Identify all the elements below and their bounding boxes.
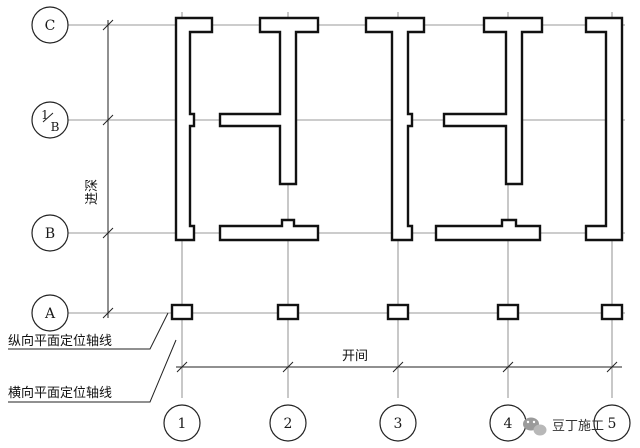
column-a5 <box>600 303 624 321</box>
columns <box>170 303 624 321</box>
transverse-axis-label: 横向平面定位轴线 <box>8 385 112 401</box>
longitudinal-leader <box>8 312 169 350</box>
wall-middle <box>364 16 426 242</box>
column-bubble-label: 5 <box>608 416 617 432</box>
wall-room1-partition <box>218 16 320 186</box>
row-bubble-numerator: 1 <box>41 108 49 122</box>
bay-dimension <box>176 361 622 373</box>
wall-right <box>584 16 624 242</box>
walls <box>174 16 624 242</box>
row-axis-lines <box>68 24 625 314</box>
row-bubble-label: C <box>45 18 56 34</box>
leader-lines <box>8 312 177 403</box>
column-bubble-3: 3 <box>379 404 417 442</box>
dimension-tick <box>102 227 114 239</box>
column-bubble-1: 1 <box>163 404 201 442</box>
column-bubble-5: 5 <box>593 404 631 442</box>
row-axis-bubbles: C 1 B B A <box>31 6 69 332</box>
row-bubble-a: A <box>31 294 69 332</box>
column-bubble-2: 2 <box>269 404 307 442</box>
dimension-tick <box>176 361 188 373</box>
column-bubble-label: 1 <box>178 416 187 432</box>
watermark: 豆丁施工 <box>523 417 604 436</box>
column-a4 <box>496 303 520 321</box>
column-bubble-label: 2 <box>284 416 293 432</box>
column-bubble-label: 4 <box>504 416 513 432</box>
dimension-tick <box>282 361 294 373</box>
wall-room2-partition <box>442 16 544 186</box>
row-bubble-label: B <box>45 226 55 242</box>
bay-label: 开间 <box>342 349 368 364</box>
dimension-tick <box>606 361 618 373</box>
dimension-tick <box>102 19 114 31</box>
wall-room1-bottom <box>218 218 320 242</box>
row-bubble-c: C <box>31 6 69 44</box>
dimension-tick <box>502 361 514 373</box>
dimension-tick <box>392 361 404 373</box>
dimension-tick <box>102 114 114 126</box>
longitudinal-axis-label: 纵向平面定位轴线 <box>8 333 112 349</box>
dimension-tick <box>102 307 114 319</box>
column-a3 <box>386 303 410 321</box>
column-bubble-label: 3 <box>394 416 403 432</box>
row-bubble-label: A <box>44 306 56 322</box>
wall-left <box>174 16 214 242</box>
depth-dimension <box>102 19 114 319</box>
row-bubble-b: B <box>31 214 69 252</box>
depth-label: 进深 <box>85 179 100 205</box>
column-axis-bubbles: 1 2 3 4 5 <box>163 404 631 442</box>
wechat-icon <box>523 417 547 436</box>
transverse-leader <box>8 339 177 403</box>
row-bubble-1b: 1 B <box>31 101 69 139</box>
row-bubble-denominator: B <box>51 120 60 134</box>
column-a2 <box>276 303 300 321</box>
wall-room2-bottom <box>434 218 542 242</box>
watermark-text: 豆丁施工 <box>552 419 604 434</box>
fraction-slash <box>42 112 54 123</box>
column-bubble-4: 4 <box>489 404 527 442</box>
column-a1 <box>170 303 194 321</box>
